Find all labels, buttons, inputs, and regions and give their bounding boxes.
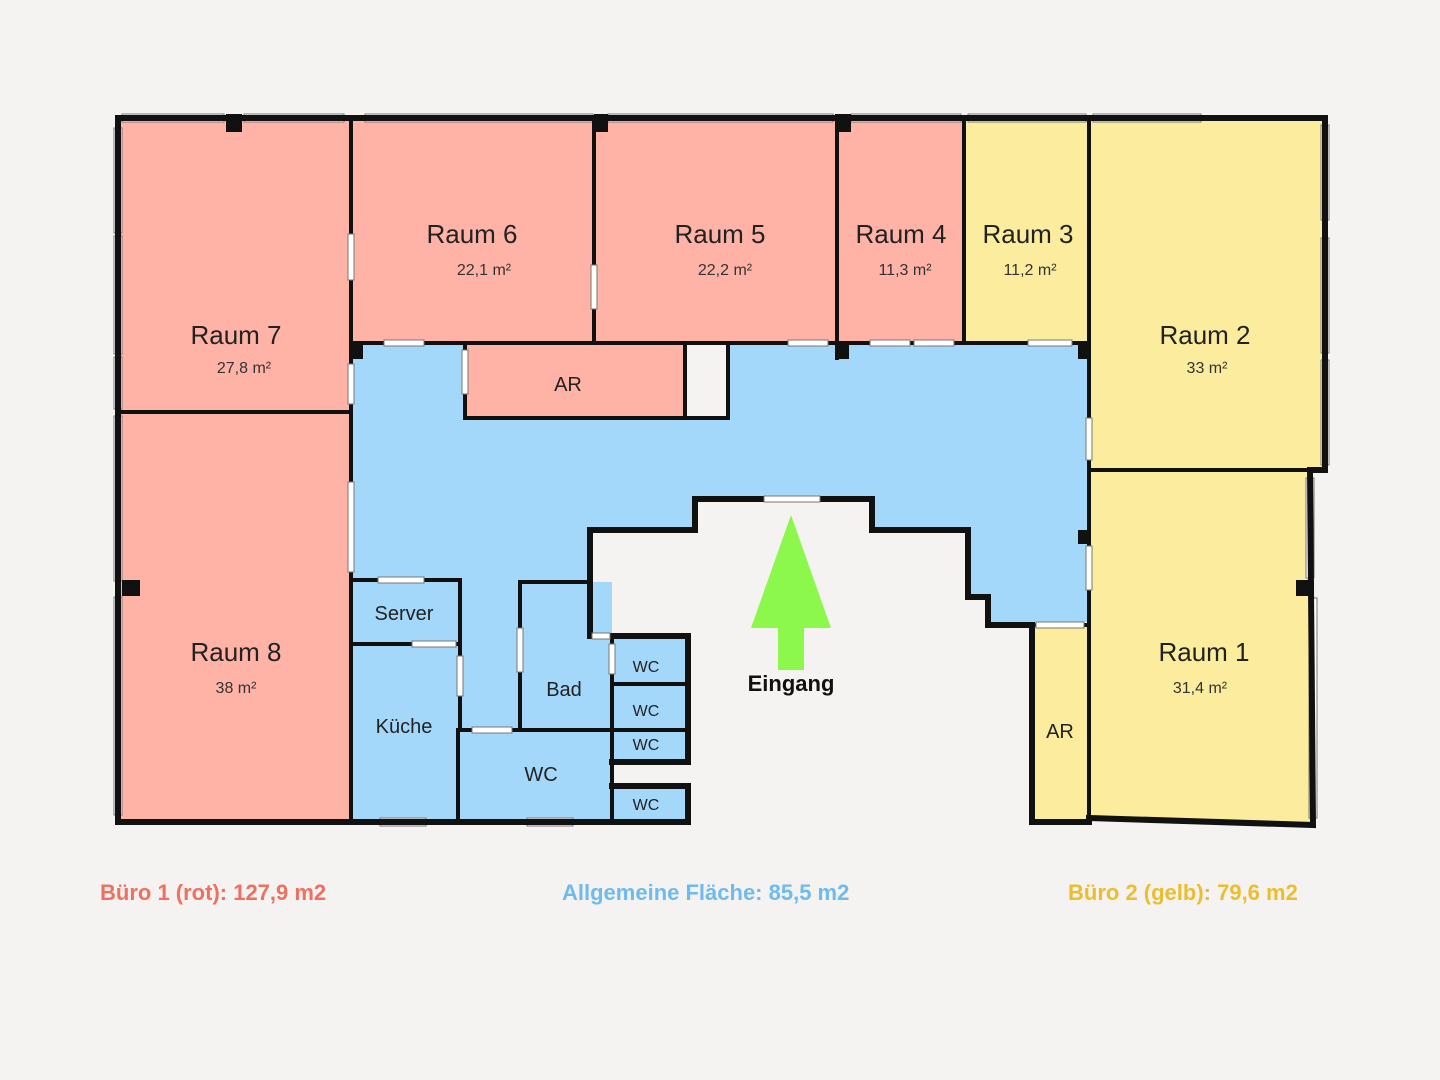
raum2-area: 33 m² bbox=[1187, 360, 1229, 377]
room-raum3 bbox=[964, 118, 1089, 343]
raum5-area: 22,2 m² bbox=[698, 262, 753, 279]
raum6-area: 22,1 m² bbox=[457, 262, 512, 279]
room-kueche bbox=[353, 644, 458, 820]
room-ar-right bbox=[1032, 625, 1089, 821]
room-raum2 bbox=[1089, 118, 1325, 470]
bad-label: Bad bbox=[546, 679, 582, 701]
room-wc-main bbox=[460, 730, 612, 820]
room-wc3 bbox=[612, 730, 688, 762]
wc-block-wall bbox=[609, 633, 691, 765]
raum1-name: Raum 1 bbox=[1158, 637, 1249, 667]
room-bad bbox=[520, 582, 612, 730]
entrance-arrow-icon bbox=[751, 515, 831, 670]
raum8-name: Raum 8 bbox=[190, 637, 281, 667]
room-raum1 bbox=[1089, 470, 1313, 825]
raum6-name: Raum 6 bbox=[426, 219, 517, 249]
ar-right-label: AR bbox=[1046, 721, 1074, 743]
outer-wall-left bbox=[115, 115, 615, 825]
raum3-area: 11,2 m² bbox=[1003, 262, 1057, 279]
wc4-label: WC bbox=[633, 797, 660, 814]
common-area bbox=[353, 345, 1088, 818]
raum3-name: Raum 3 bbox=[982, 219, 1073, 249]
raum2-name: Raum 2 bbox=[1159, 320, 1250, 350]
room-raum4 bbox=[837, 118, 964, 343]
summary-office2: Büro 2 (gelb): 79,6 m2 bbox=[1068, 880, 1298, 905]
room-wc2 bbox=[612, 684, 688, 730]
raum4-area: 11,3 m² bbox=[878, 262, 932, 279]
wc1-label: WC bbox=[633, 659, 660, 676]
raum7-area: 27,8 m² bbox=[217, 360, 272, 377]
room-raum8 bbox=[118, 412, 351, 820]
server-label: Server bbox=[375, 603, 434, 625]
ar-top-label: AR bbox=[554, 374, 582, 396]
room-wc4 bbox=[612, 786, 688, 822]
summary-common-area: Allgemeine Fläche: 85,5 m2 bbox=[562, 880, 850, 905]
room-raum6 bbox=[353, 118, 594, 343]
room-raum5 bbox=[594, 118, 837, 343]
room-wc1 bbox=[612, 636, 688, 684]
doors bbox=[347, 233, 1093, 734]
wc4-wall bbox=[609, 783, 691, 825]
raum5-name: Raum 5 bbox=[674, 219, 765, 249]
columns bbox=[122, 114, 1314, 596]
raum8-area: 38 m² bbox=[216, 680, 258, 697]
summary-office1: Büro 1 (rot): 127,9 m2 bbox=[100, 880, 327, 905]
room-raum7 bbox=[118, 118, 351, 412]
kueche-label: Küche bbox=[376, 716, 433, 738]
room-server bbox=[353, 582, 458, 644]
wc-main-label: WC bbox=[524, 764, 557, 786]
wc3-label: WC bbox=[633, 737, 660, 754]
entrance-label: Eingang bbox=[748, 671, 835, 696]
raum4-name: Raum 4 bbox=[855, 219, 946, 249]
wc2-label: WC bbox=[633, 703, 660, 720]
raum7-name: Raum 7 bbox=[190, 320, 281, 350]
ar-niche bbox=[685, 345, 728, 418]
room-ar-top bbox=[465, 345, 685, 418]
raum1-area: 31,4 m² bbox=[1173, 680, 1228, 697]
